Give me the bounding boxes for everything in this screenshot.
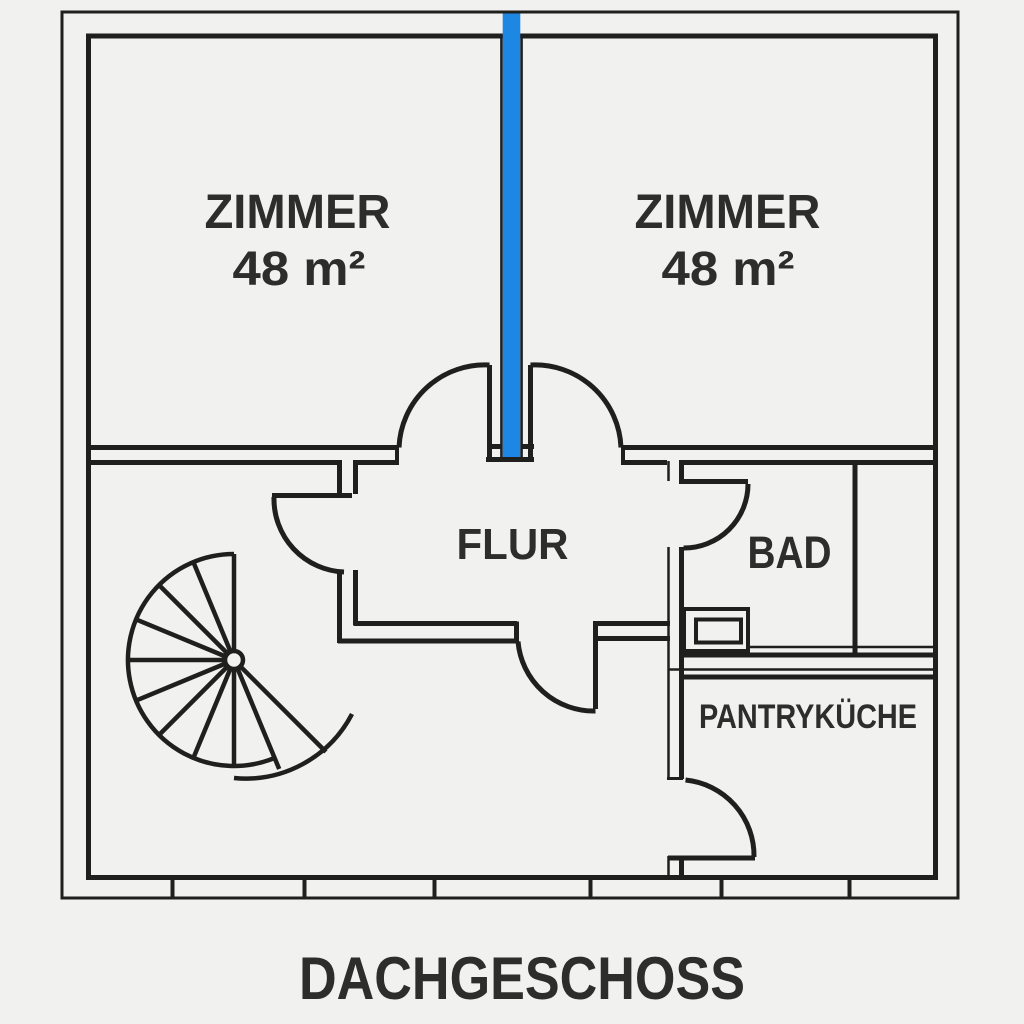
spiral-staircase (125, 551, 354, 781)
zimmer-right-area: 48 m² (662, 243, 795, 296)
flur-bottom-wall-left (338, 621, 519, 644)
overlay-walls-group (60, 10, 960, 900)
bad-fixture-inner (694, 617, 743, 645)
zimmer-left-label: ZIMMER (205, 186, 391, 239)
page-title: DACHGESCHOSS (299, 945, 745, 1012)
flur-bottom-wall-right (598, 621, 670, 641)
flur-bottom-door-arc (515, 641, 596, 714)
zimmer-left-door-arc (396, 362, 490, 448)
highlighted-partition-wall (502, 12, 521, 458)
exterior-wall-outer-line (60, 10, 960, 900)
staircase-treads (128, 554, 328, 770)
bad-door-arc (683, 483, 751, 551)
zimmer-right-label: ZIMMER (635, 186, 821, 239)
pantrykueche-label: PANTRYKÜCHE (699, 698, 917, 736)
stair-room-door-arc (271, 496, 345, 575)
staircase-center-post (222, 648, 246, 672)
staircase-railing-arc (233, 712, 354, 781)
pantry-door-arc (685, 777, 757, 858)
staircase-outer-arc (125, 551, 276, 769)
walls-group (86, 33, 938, 898)
bad-label: BAD (748, 527, 832, 578)
stair-room-wall (337, 460, 358, 643)
bottom-wall-joint-ticks (170, 876, 852, 898)
zimmer-left-area: 48 m² (233, 243, 366, 296)
labels-group: ZIMMER 48 m² ZIMMER 48 m² FLUR BAD PANTR… (205, 186, 918, 1012)
flur-label: FLUR (457, 520, 569, 569)
zimmer-right-door-arc (530, 362, 624, 448)
partition-wall-edge-lines (500, 36, 523, 459)
dividing-wall-end-caps (395, 445, 625, 465)
